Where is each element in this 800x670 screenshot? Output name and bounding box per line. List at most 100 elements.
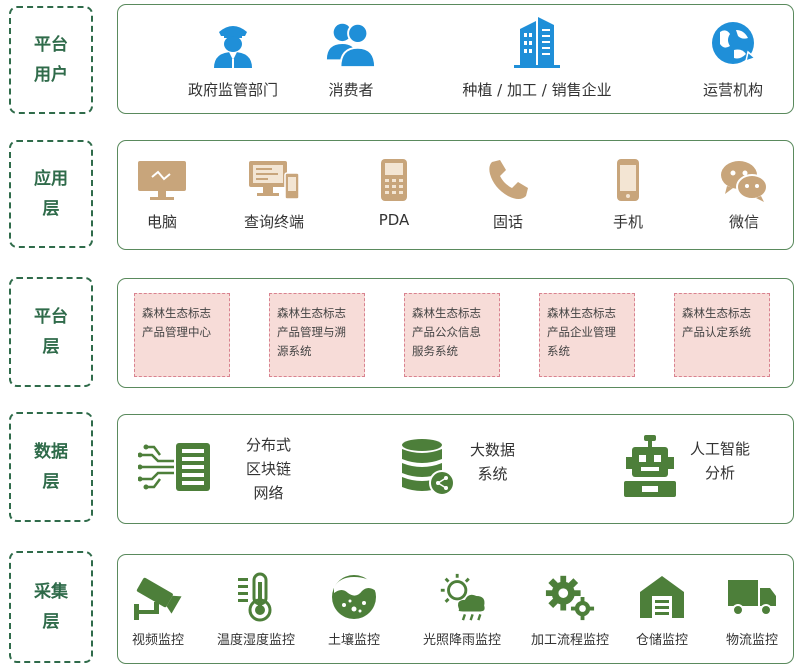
layer-label-line: 采集 xyxy=(34,582,68,602)
user-label: 政府监管部门 xyxy=(187,81,278,99)
data-text-line: 大数据 xyxy=(470,441,516,459)
card-line: 产品管理中心 xyxy=(142,325,211,339)
layer-label-line: 应用 xyxy=(34,169,68,189)
data-ai: 人工智能 分析 xyxy=(624,435,750,503)
data-text: 分布式 区块链 网络 xyxy=(246,433,291,505)
card-line: 系统 xyxy=(547,344,570,358)
application-box: 电脑 查询终端 xyxy=(117,140,794,250)
data-text: 人工智能 分析 xyxy=(690,437,750,485)
collect-video: 视频监控 xyxy=(108,573,208,648)
layer-label-line: 层 xyxy=(42,472,60,492)
collect-label: 仓储监控 xyxy=(635,633,688,648)
truck-icon xyxy=(726,573,778,621)
collect-label: 物流监控 xyxy=(725,633,778,648)
collect-label: 加工流程监控 xyxy=(530,633,609,648)
app-wechat: 微信 xyxy=(694,157,794,232)
app-query-terminal: 查询终端 xyxy=(224,157,324,232)
card-line: 森林生态标志 xyxy=(412,306,481,320)
layer-label-data: 数据 层 xyxy=(9,412,93,522)
platform-card: 森林生态标志 产品企业管理 系统 xyxy=(539,293,635,377)
card-line: 产品认定系统 xyxy=(682,325,751,339)
collect-label: 光照降雨监控 xyxy=(422,633,501,648)
card-line: 源系统 xyxy=(277,344,312,358)
app-landline: 固话 xyxy=(458,157,558,232)
collect-temperature: 温度湿度监控 xyxy=(206,572,306,648)
user-government: 政府监管部门 xyxy=(158,17,308,100)
layer-label-line: 平台 xyxy=(34,35,68,55)
platform-card: 森林生态标志 产品认定系统 xyxy=(674,293,770,377)
layer-label-line: 层 xyxy=(42,612,60,632)
data-big-data: 大数据 系统 xyxy=(400,437,515,503)
gears-icon xyxy=(544,573,596,621)
collection-box: 视频监控 温度湿度监控 土壤监控 xyxy=(117,554,794,664)
card-line: 产品管理与溯 xyxy=(277,325,346,339)
platform-box: 森林生态标志 产品管理中心 森林生态标志 产品管理与溯 源系统 森林生态标志 产… xyxy=(117,278,794,388)
data-text-line: 人工智能 xyxy=(690,440,751,458)
soil-icon xyxy=(328,573,380,621)
card-line: 服务系统 xyxy=(412,344,458,358)
platform-card: 森林生态标志 产品管理与溯 源系统 xyxy=(269,293,365,377)
thermometer-icon xyxy=(230,572,282,622)
robot-icon xyxy=(624,435,676,503)
operator-globe-icon xyxy=(707,17,759,69)
user-label: 消费者 xyxy=(328,81,374,99)
collect-warehouse: 仓储监控 xyxy=(612,573,712,648)
warehouse-icon xyxy=(636,573,688,621)
platform-card: 森林生态标志 产品管理中心 xyxy=(134,293,230,377)
wechat-icon xyxy=(717,157,771,203)
blockchain-server-icon xyxy=(137,439,214,499)
collect-light-rain: 光照降雨监控 xyxy=(412,573,512,648)
data-text-line: 系统 xyxy=(477,465,508,483)
camera-icon xyxy=(132,573,184,621)
collect-label: 土壤监控 xyxy=(327,633,380,648)
platform-users-box: 政府监管部门 消费者 种植 / xyxy=(117,4,794,114)
collect-label: 温度湿度监控 xyxy=(216,633,295,648)
app-label: 固话 xyxy=(492,213,523,231)
user-enterprise: 种植 / 加工 / 销售企业 xyxy=(462,17,612,100)
sun-rain-icon xyxy=(436,573,488,621)
landline-phone-icon xyxy=(481,157,535,203)
user-label: 运营机构 xyxy=(702,81,763,99)
card-line: 森林生态标志 xyxy=(142,306,211,320)
data-text-line: 分布式 xyxy=(246,436,292,454)
database-icon xyxy=(400,437,456,503)
data-box: 分布式 区块链 网络 大数据 系统 xyxy=(117,414,794,524)
app-mobile: 手机 xyxy=(578,157,678,232)
data-blockchain: 分布式 区块链 网络 xyxy=(137,433,291,505)
card-line: 森林生态标志 xyxy=(547,306,616,320)
layer-label-line: 数据 xyxy=(34,442,68,462)
app-pda: PDA xyxy=(344,157,444,229)
layer-label-collection: 采集 层 xyxy=(9,551,93,663)
consumer-icon xyxy=(325,17,377,69)
query-terminal-icon xyxy=(247,157,301,203)
card-line: 产品公众信息 xyxy=(412,325,481,339)
app-label: 电脑 xyxy=(146,213,177,231)
user-consumer: 消费者 xyxy=(276,17,426,100)
app-label: 查询终端 xyxy=(243,213,304,231)
enterprise-building-icon xyxy=(511,17,563,69)
user-label: 种植 / 加工 / 销售企业 xyxy=(462,81,612,99)
computer-icon xyxy=(135,157,189,203)
card-line: 森林生态标志 xyxy=(277,306,346,320)
layer-label-platform-users: 平台 用户 xyxy=(9,6,93,114)
collect-label: 视频监控 xyxy=(131,633,184,648)
app-computer: 电脑 xyxy=(112,157,212,232)
collect-soil: 土壤监控 xyxy=(304,573,404,648)
data-text-line: 网络 xyxy=(253,484,284,502)
data-text-line: 区块链 xyxy=(246,460,292,478)
data-text: 大数据 系统 xyxy=(470,438,515,486)
collect-processing: 加工流程监控 xyxy=(520,573,620,648)
layer-label-platform: 平台 层 xyxy=(9,277,93,387)
user-operator: 运营机构 xyxy=(658,17,800,100)
card-line: 产品企业管理 xyxy=(547,325,616,339)
layer-label-line: 层 xyxy=(42,199,60,219)
mobile-phone-icon xyxy=(601,157,655,203)
platform-card: 森林生态标志 产品公众信息 服务系统 xyxy=(404,293,500,377)
collect-logistics: 物流监控 xyxy=(702,573,800,648)
app-label: 手机 xyxy=(612,213,643,231)
card-line: 森林生态标志 xyxy=(682,306,751,320)
data-text-line: 分析 xyxy=(705,464,736,482)
app-label: PDA xyxy=(378,211,410,229)
layer-label-line: 平台 xyxy=(34,307,68,327)
layer-label-line: 用户 xyxy=(34,65,68,85)
